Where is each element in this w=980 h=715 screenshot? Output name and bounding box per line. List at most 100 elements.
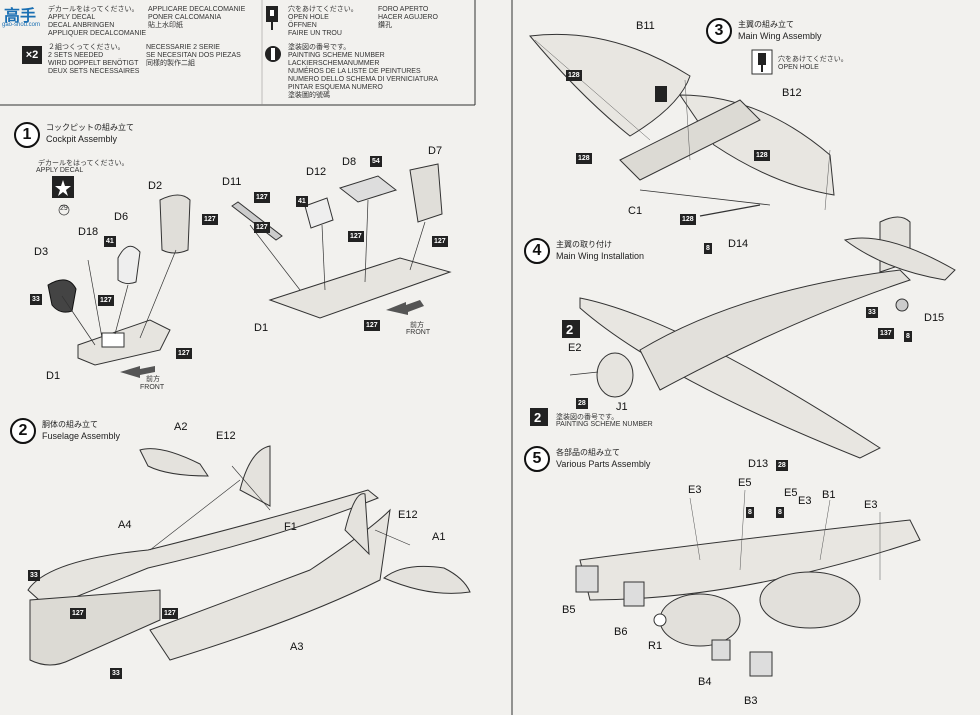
step-4-scheme-jp: 塗装図の番号です。	[556, 414, 619, 421]
part-tag: 8	[704, 243, 712, 254]
step-2-number: 2	[10, 418, 36, 444]
part-label-e5-right: E5	[784, 487, 798, 499]
part-label-a3: A3	[290, 641, 304, 653]
part-label-d11: D11	[222, 176, 242, 188]
part-label-e12-top: E12	[216, 430, 236, 442]
part-tag: 127	[202, 214, 218, 225]
front-label-jp-2: 前方	[410, 322, 424, 329]
part-tag: 127	[254, 192, 270, 203]
step-4-title-en: Main Wing Installation	[556, 251, 645, 261]
part-label-b3: B3	[744, 695, 758, 707]
step-5-title-en: Various Parts Assembly	[556, 459, 651, 469]
step-3-open-hole-en: OPEN HOLE	[778, 64, 819, 71]
scheme-number-box: 2	[566, 322, 574, 337]
part-label-a4: A4	[118, 519, 132, 531]
part-label-b6: B6	[614, 626, 628, 638]
step-4-scheme-en: PAINTING SCHEME NUMBER	[556, 421, 653, 428]
part-label-d8: D8	[342, 156, 357, 168]
part-label-e3-left: E3	[688, 484, 702, 496]
step-3-title-jp: 主翼の組み立て	[738, 20, 794, 29]
part-tag: 54	[370, 156, 382, 167]
part-tag: 127	[348, 231, 364, 242]
front-label-jp-1: 前方	[146, 376, 160, 383]
step-1-decal-en: APPLY DECAL	[36, 167, 84, 174]
part-label-b5: B5	[562, 604, 576, 616]
part-tag: 127	[254, 222, 270, 233]
part-label-d2: D2	[148, 180, 163, 192]
scheme-number-box-legend: 2	[534, 410, 542, 425]
part-tag: 33	[28, 570, 40, 581]
step-3-open-hole-jp: 穴をあけてください。	[778, 56, 848, 63]
step-1-decal-jp: デカールをはってください。	[38, 160, 129, 167]
part-tag: 127	[162, 608, 178, 619]
part-label-f1: F1	[284, 521, 297, 533]
part-label-c1: C1	[628, 205, 643, 217]
part-label-e3-right: E3	[864, 499, 878, 511]
part-label-d18: D18	[78, 226, 99, 238]
legend-two-sets: ２組つくってください。 2 SETS NEEDED WIRD DOPPELT B…	[48, 44, 140, 75]
part-tag: 41	[104, 236, 116, 247]
part-label-a1: A1	[432, 531, 446, 543]
part-label-d12: D12	[306, 166, 327, 178]
legend-apply-decal-right: APPLICARE DECALCOMANIE PONER CALCOMANIA …	[148, 6, 246, 29]
legend-open-hole: 穴をあけてください。 OPEN HOLE ÖFFNEN FAIRE UN TRO…	[288, 6, 358, 37]
legend-apply-decal: デカールをはってください。 APPLY DECAL DECAL ANBRINGE…	[48, 6, 147, 37]
part-tag: 127	[432, 236, 448, 247]
part-tag: 28	[776, 460, 788, 471]
step-1-title-jp: コックピットの組み立て	[46, 123, 134, 132]
part-tag: 33	[866, 307, 878, 318]
part-label-b12: B12	[782, 87, 802, 99]
front-label-en-2: FRONT	[406, 329, 431, 336]
part-tag: 33	[110, 668, 122, 679]
part-tag: 137	[878, 328, 894, 339]
part-tag: 127	[98, 295, 114, 306]
step-5-number: 5	[524, 446, 550, 472]
part-tag: 8	[776, 507, 784, 518]
part-tag: 33	[30, 294, 42, 305]
part-tag: 128	[754, 150, 770, 161]
step-2-title-en: Fuselage Assembly	[42, 431, 121, 441]
part-label-d1-right: D1	[254, 322, 269, 334]
step-3-title-en: Main Wing Assembly	[738, 31, 822, 41]
front-label-en-1: FRONT	[140, 384, 165, 391]
part-tag: 128	[576, 153, 592, 164]
part-label-b1: B1	[822, 489, 836, 501]
part-label-d1-left: D1	[46, 370, 61, 382]
part-label-j1: J1	[616, 401, 628, 413]
watermark-url: gao-shou.com	[2, 22, 41, 28]
part-tag: 28	[576, 398, 588, 409]
watermark-logo: 高手	[4, 8, 37, 25]
legend-two-sets-right: NECESSARIE 2 SERIE SE NECESITAN DOS PIEZ…	[146, 44, 241, 67]
part-label-d3: D3	[34, 246, 49, 258]
step-1-number: 1	[14, 122, 40, 148]
step-1-title-en: Cockpit Assembly	[46, 134, 118, 144]
part-label-e3-mid: E3	[798, 495, 812, 507]
part-label-d15: D15	[924, 312, 945, 324]
part-tag: 128	[680, 214, 696, 225]
part-label-b4: B4	[698, 676, 712, 688]
part-label-d14: D14	[728, 238, 749, 250]
part-tag: 127	[176, 348, 192, 359]
part-label-e2: E2	[568, 342, 582, 354]
legend-paint-scheme: 塗装図の番号です。 PAINTING SCHEME NUMBER LACKIER…	[288, 44, 439, 99]
step-2-title-jp: 胴体の組み立て	[42, 420, 98, 429]
part-label-r1: R1	[648, 640, 663, 652]
part-tag: 127	[70, 608, 86, 619]
part-label-d7: D7	[428, 145, 443, 157]
part-tag: 128	[566, 70, 582, 81]
part-tag: 8	[904, 331, 912, 342]
part-label-d6: D6	[114, 211, 129, 223]
part-label-e5-left: E5	[738, 477, 752, 489]
part-label-a2: A2	[174, 421, 188, 433]
part-tag: 8	[746, 507, 754, 518]
step-3-number: 3	[706, 18, 732, 44]
part-label-e12-right: E12	[398, 509, 418, 521]
